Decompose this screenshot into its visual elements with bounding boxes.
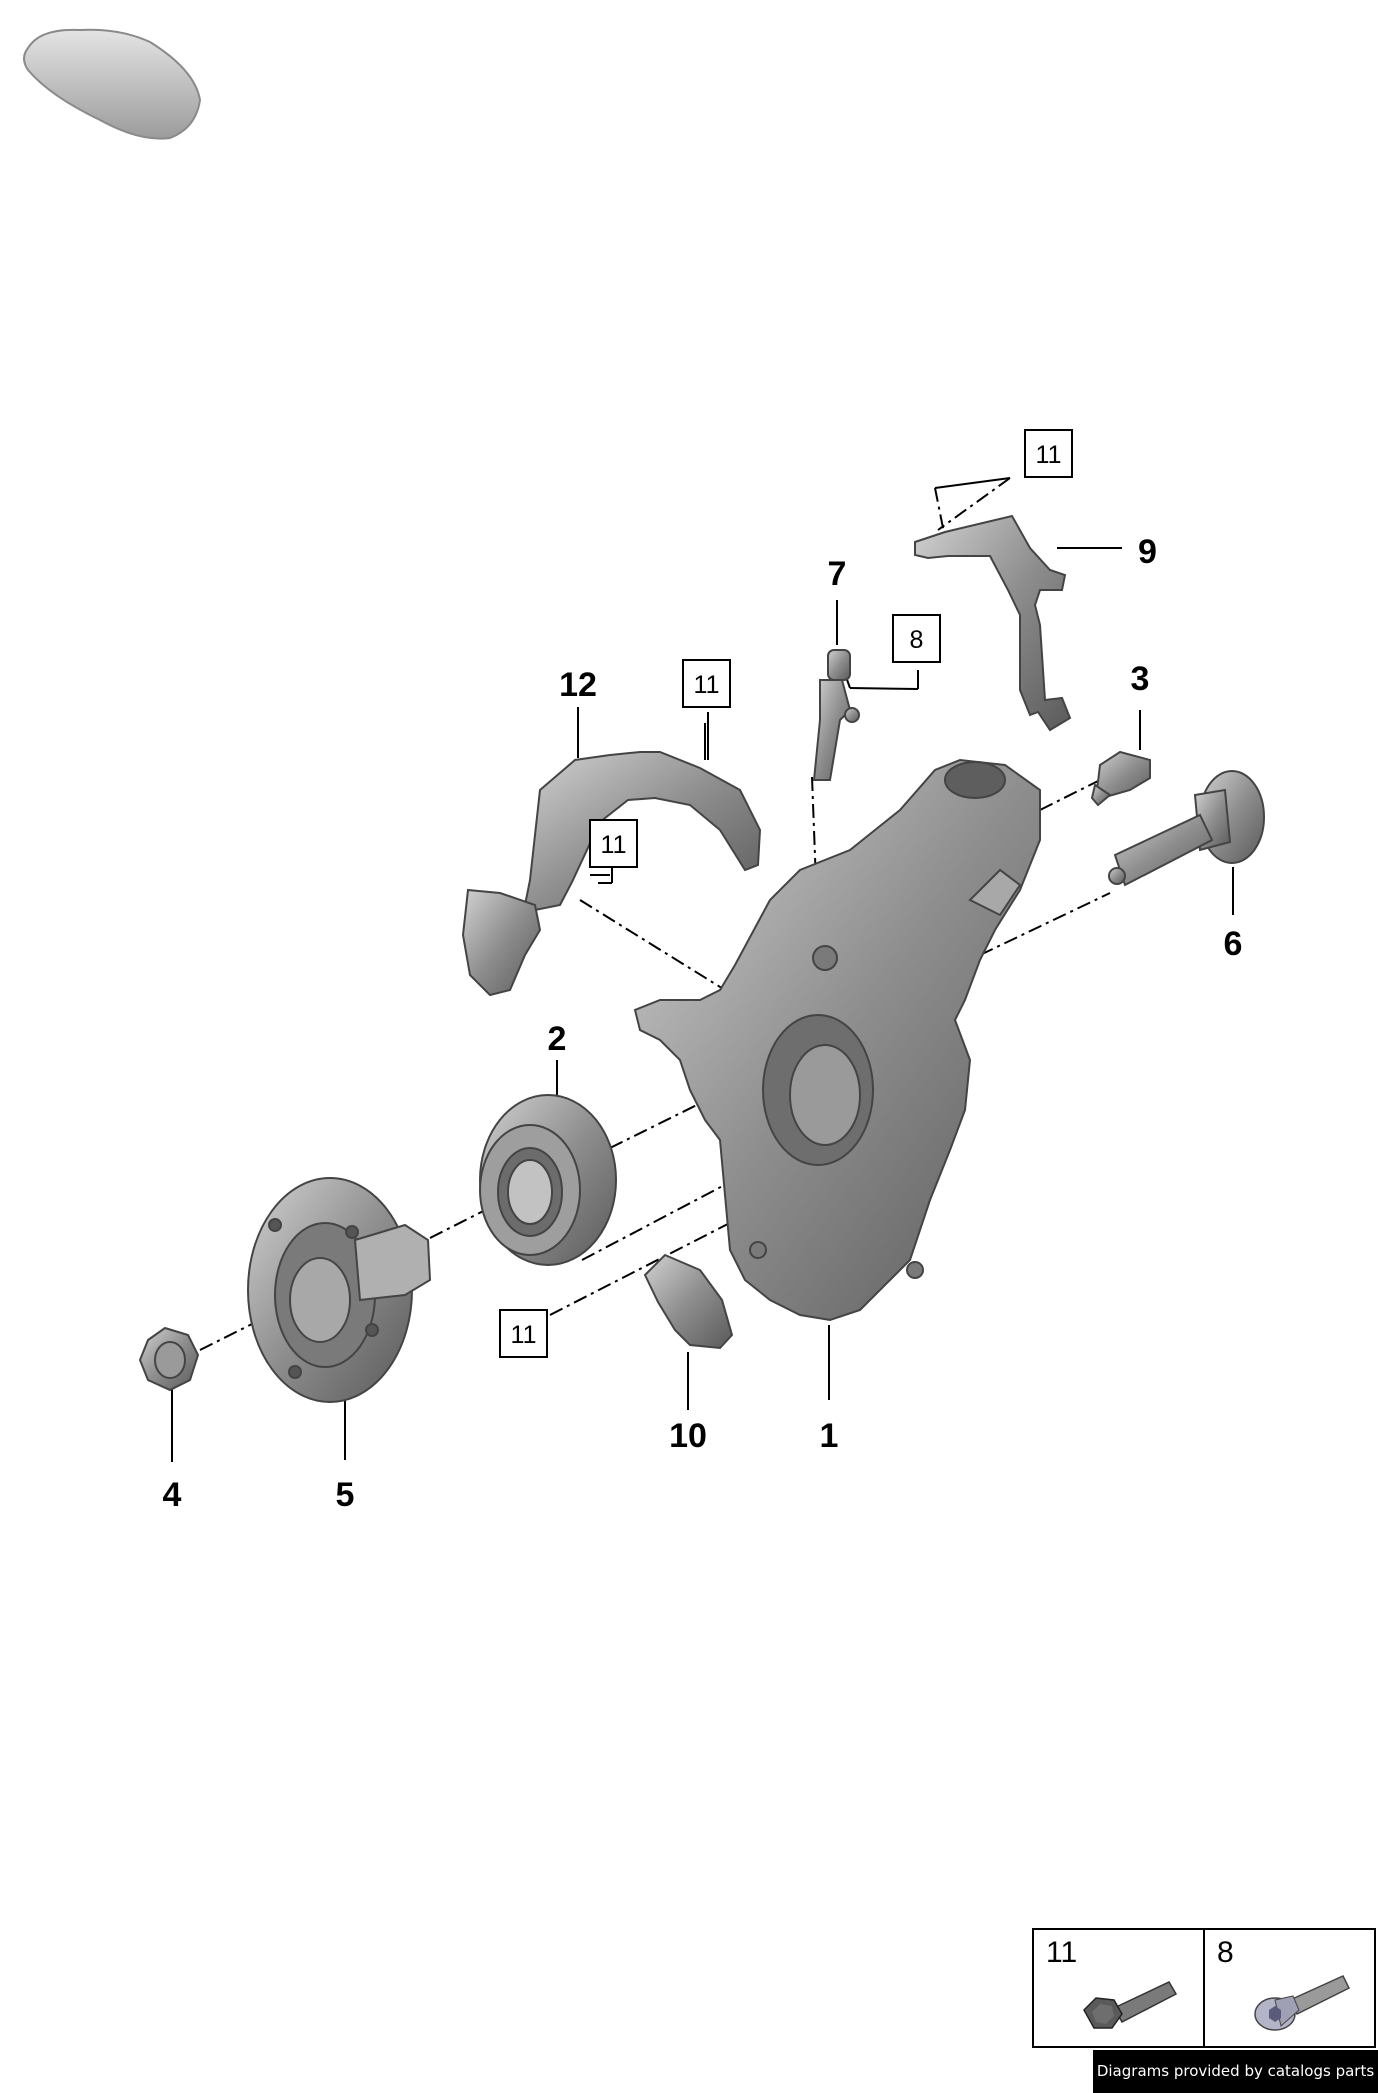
svg-text:11: 11 [1036, 441, 1062, 469]
boxed-ref-11-bottom: 11 [499, 1309, 548, 1358]
legend-cell-8: 8 [1203, 1930, 1374, 2046]
fastener-legend: 11 8 [1032, 1928, 1376, 2048]
part-7-sensor [812, 649, 860, 781]
part-2-wheel-bearing [479, 1094, 617, 1266]
part-6-axle-bolt [1108, 770, 1265, 887]
callout-12: 12 [559, 666, 597, 704]
callout-5: 5 [336, 1476, 355, 1514]
boxed-ref-11-top: 11 [1024, 429, 1073, 478]
part-10-shield-plate [643, 1253, 734, 1350]
part-1-steering-knuckle [633, 758, 1041, 1322]
svg-text:8: 8 [910, 626, 924, 654]
diagram-credit: Diagrams provided by catalogs parts [1093, 2050, 1378, 2093]
callout-9: 9 [1138, 533, 1157, 571]
callout-7: 7 [828, 555, 847, 593]
callout-6: 6 [1224, 925, 1243, 963]
boxed-ref-11-upper-mid: 11 [682, 659, 731, 708]
boxed-ref-11-lower-mid: 11 [589, 819, 638, 868]
legend-number: 8 [1217, 1936, 1234, 1969]
hex-bolt-icon [1083, 1981, 1178, 2029]
vehicle-thumbnail-icon [23, 28, 202, 140]
callout-4: 4 [163, 1476, 182, 1514]
svg-text:11: 11 [511, 1321, 537, 1349]
callout-10: 10 [669, 1417, 707, 1455]
callout-2: 2 [548, 1020, 567, 1058]
leader-lines [171, 547, 1234, 1462]
callout-1: 1 [820, 1417, 839, 1455]
svg-text:11: 11 [601, 831, 627, 859]
legend-cell-11: 11 [1034, 1930, 1203, 2046]
part-12-heat-shield [461, 751, 762, 997]
callout-3: 3 [1131, 660, 1150, 698]
part-4-nut [138, 1326, 200, 1392]
part-3-bolt [1090, 750, 1151, 807]
legend-number: 11 [1046, 1936, 1078, 1969]
part-9-bracket [914, 514, 1072, 732]
socket-cap-screw-icon [1254, 1975, 1351, 2031]
part-5-wheel-hub [247, 1177, 432, 1403]
boxed-ref-8: 8 [892, 614, 941, 663]
svg-text:11: 11 [694, 671, 720, 699]
